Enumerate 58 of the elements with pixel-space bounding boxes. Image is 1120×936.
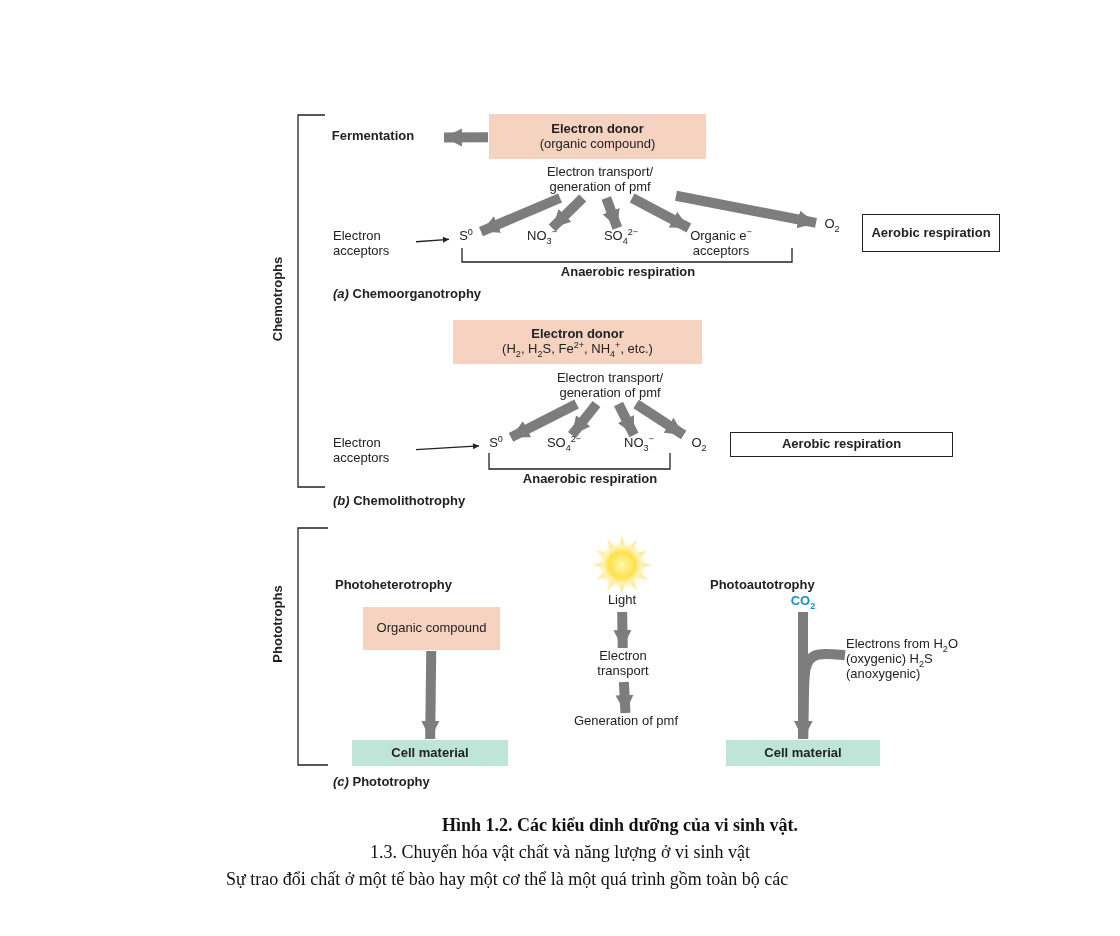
section-label: (c) Phototrophy xyxy=(333,775,431,791)
node-label: Light xyxy=(596,593,648,611)
box-title: Electron donor xyxy=(531,327,624,342)
group-label: Phototrophs xyxy=(271,584,286,665)
box-title: Electron donor xyxy=(551,121,644,137)
node-label: Fermentation xyxy=(303,129,443,147)
thick-arrow xyxy=(443,128,489,147)
box-label: Cell material xyxy=(391,745,469,761)
thick-arrow xyxy=(508,399,579,442)
box-label: Organic compound xyxy=(376,621,487,636)
node-label: Electron acceptors xyxy=(333,229,413,261)
thick-arrow xyxy=(421,650,440,740)
thick-arrow xyxy=(615,681,634,714)
arrow xyxy=(415,443,480,451)
arrow xyxy=(415,236,450,243)
process-box xyxy=(862,214,1000,252)
thick-arrow xyxy=(613,611,632,649)
node-label: Electron acceptors xyxy=(333,436,413,468)
node-label: Organic e$^{−}$ acceptors xyxy=(673,229,769,261)
donor-box xyxy=(453,320,702,364)
result-box xyxy=(352,740,508,766)
node-label: Electron transport/ generation of pmf xyxy=(525,165,675,197)
node-label: Generation of pmf xyxy=(528,714,724,732)
body-text: 1.3. Chuyển hóa vật chất và năng lượng ở vi sinh vật xyxy=(368,842,752,864)
formula-label: CO$_{2}$ xyxy=(781,594,825,611)
thick-arrow xyxy=(479,193,562,237)
box-label: (H$_{2}$, H$_{2}$S, Fe$^{2+}$, NH$_{4}$$^{+}$, etc.) xyxy=(502,342,653,357)
node-label: Electron transport/ generation of pmf xyxy=(535,371,685,403)
section-label: Anaerobic respiration xyxy=(559,265,697,281)
figure-caption: Hình 1.2. Các kiểu dinh dưỡng của vi sinh vật. xyxy=(441,815,799,836)
thick-arrow xyxy=(548,194,587,232)
thick-arrow xyxy=(568,400,601,439)
result-box xyxy=(726,740,880,766)
thick-arrow xyxy=(601,196,622,230)
section-label: (a) Chemoorganotrophy xyxy=(333,287,483,303)
section-label: Photoheterotrophy xyxy=(335,578,453,594)
thick-arrow xyxy=(614,401,639,438)
box-label: Aerobic respiration xyxy=(871,225,991,241)
box-label: Aerobic respiration xyxy=(781,437,902,452)
node-label: S$^{0}$ xyxy=(482,436,510,454)
thick-arrow xyxy=(675,190,817,229)
group-label: Chemotrophs xyxy=(271,255,286,344)
thick-arrow xyxy=(633,399,687,440)
box-label: Cell material xyxy=(764,745,842,761)
node-label: Electron transport xyxy=(581,649,665,681)
section-label: Photoautotrophy xyxy=(710,578,816,594)
section-label: Anaerobic respiration xyxy=(521,472,659,488)
body-text: Sự trao đổi chất ở một tế bào hay một cơ thể là một quá trình gồm toàn bộ các xyxy=(226,869,790,891)
node-label: O$_{2}$ xyxy=(684,436,714,454)
thick-arrow xyxy=(629,193,692,233)
donor-box xyxy=(489,114,706,159)
node-label: O$_{2}$ xyxy=(817,217,847,235)
node-label: S$^{0}$ xyxy=(452,229,480,247)
node-label: Electrons from H$_{2}$O (oxygenic) H$_{2}$S (anoxygenic) xyxy=(846,637,964,687)
process-box xyxy=(730,432,953,457)
section-label: (b) Chemolithotrophy xyxy=(333,494,467,510)
donor-box xyxy=(363,607,500,650)
box-label: (organic compound) xyxy=(539,136,656,152)
